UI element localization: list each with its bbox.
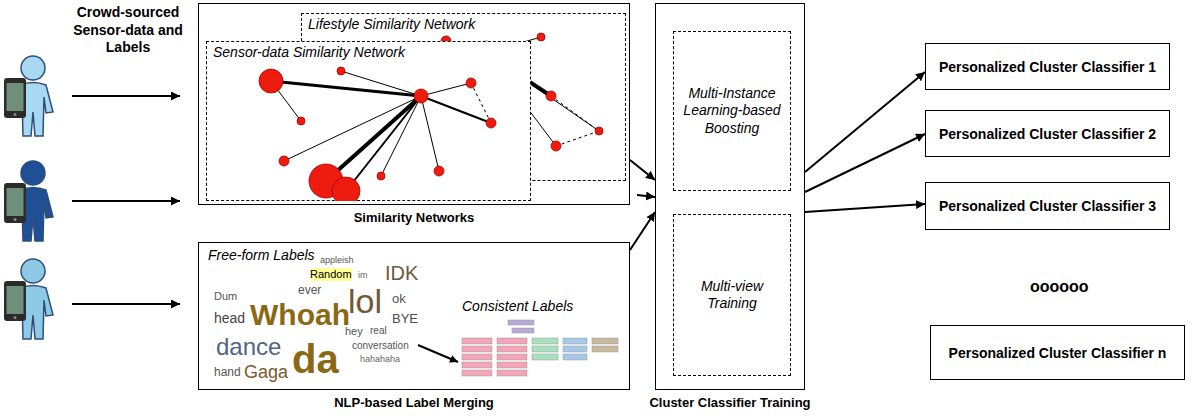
flow-arrow xyxy=(630,160,655,180)
user-icon xyxy=(4,259,53,339)
cloud-word: Whoah xyxy=(250,298,350,333)
cloud-word: hand xyxy=(214,366,241,380)
network-graph xyxy=(206,41,531,201)
cloud-word: hahahaha xyxy=(360,354,400,364)
consistent-label-chart xyxy=(462,320,618,376)
classifier-box: Personalized Cluster Classifier 2 xyxy=(925,110,1170,157)
panel-caption: Similarity Networks xyxy=(354,210,475,225)
cloud-word: Dum xyxy=(214,290,237,303)
panel-label: Consistent Labels xyxy=(462,298,573,314)
method-box: Multi-Instance Learning-based Boosting xyxy=(673,31,791,191)
user-icon xyxy=(4,56,53,136)
panel-caption: Cluster Classifier Training xyxy=(649,395,810,410)
ellipsis: oooooo xyxy=(1030,278,1089,296)
flow-arrow xyxy=(805,204,925,212)
cloud-word: da xyxy=(292,336,339,382)
classifier-box: Personalized Cluster Classifier 3 xyxy=(925,182,1170,230)
classifier-box: Personalized Cluster Classifier n xyxy=(930,325,1185,380)
network-panel: Similarity NetworksLifestyle Similarity … xyxy=(198,3,630,205)
cloud-word: appleish xyxy=(320,255,354,265)
classifier-box: Personalized Cluster Classifier 1 xyxy=(925,43,1170,90)
classifier-name: Personalized Cluster Classifier 2 xyxy=(939,126,1156,142)
cloud-word: Gaga xyxy=(244,362,288,383)
cloud-word: real xyxy=(370,325,387,337)
section-title: Sensor-data Similarity Network xyxy=(207,42,411,62)
network-layer: Sensor-data Similarity Network xyxy=(206,41,531,201)
classifier-name: Personalized Cluster Classifier 3 xyxy=(939,198,1156,214)
cloud-word: lol xyxy=(348,282,382,321)
method-box: Multi-view Training xyxy=(673,214,791,376)
cloud-word: Random xyxy=(310,268,352,281)
cloud-word: im xyxy=(358,270,368,280)
classifier-name: Personalized Cluster Classifier 1 xyxy=(939,59,1156,75)
cloud-word: ok xyxy=(392,292,406,307)
flow-arrow xyxy=(805,134,925,192)
cloud-word: conversation xyxy=(352,340,409,352)
heading: Crowd-sourced Sensor-data and Labels xyxy=(70,4,186,57)
flow-arrow xyxy=(630,212,655,250)
section-title: Lifestyle Similarity Network xyxy=(302,14,481,34)
cloud-word: hey xyxy=(345,325,363,338)
user-icon xyxy=(4,161,53,241)
cloud-word: dance xyxy=(216,333,281,361)
cloud-word: ever xyxy=(298,284,321,298)
merge-arrow xyxy=(418,345,458,362)
training-panel: Cluster Classifier TrainingMulti-Instanc… xyxy=(655,3,805,390)
cloud-word: IDK xyxy=(385,262,418,285)
panel-label: Free-form Labels xyxy=(208,247,315,263)
flow-arrow xyxy=(805,72,925,172)
cloud-word: head xyxy=(214,310,245,326)
section-title: Multi-view Training xyxy=(674,274,790,317)
panel-caption: NLP-based Label Merging xyxy=(334,395,494,410)
section-title: Multi-Instance Learning-based Boosting xyxy=(674,81,790,142)
classifier-name: Personalized Cluster Classifier n xyxy=(949,345,1167,361)
cloud-word: BYE xyxy=(392,312,418,327)
